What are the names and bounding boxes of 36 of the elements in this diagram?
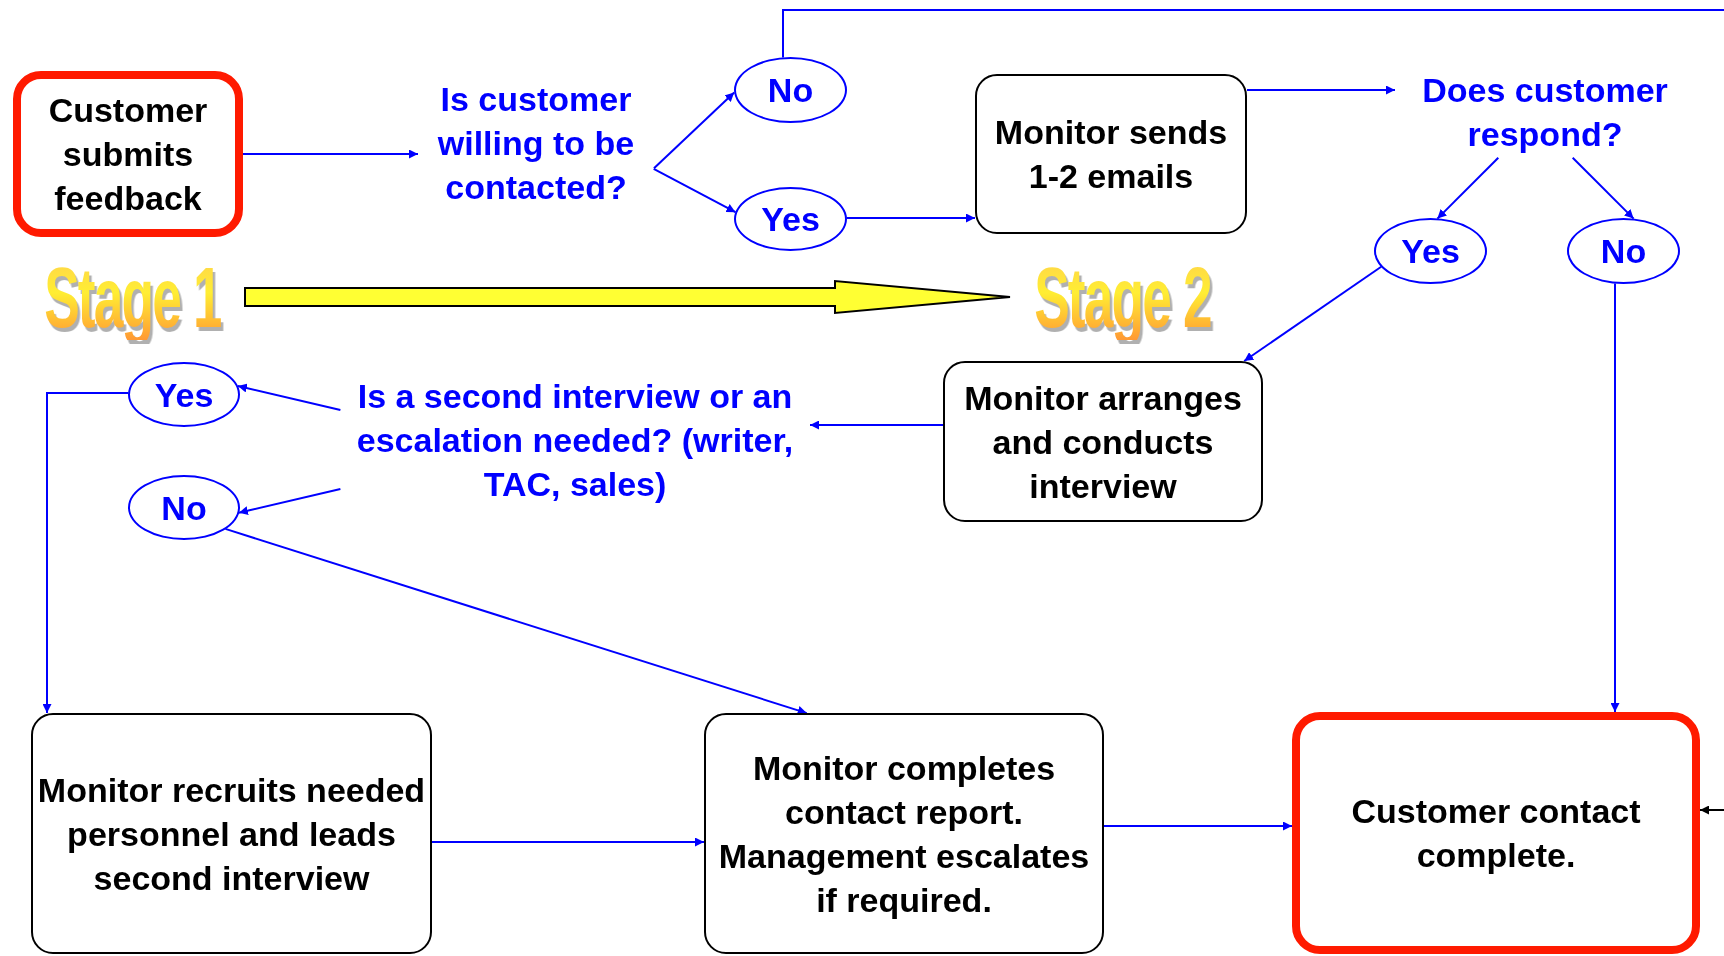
arrow [1571, 156, 1635, 220]
arrow [1436, 156, 1500, 220]
answer-label: Yes [154, 374, 214, 416]
answer-label: No [767, 70, 814, 111]
arrow [652, 167, 737, 214]
arrow [653, 91, 736, 170]
answer-label: No [1600, 231, 1647, 272]
feedback-box [13, 71, 243, 237]
arrow [242, 149, 419, 159]
box-text: Customer contact complete. [1350, 791, 1642, 876]
arrow [224, 527, 808, 715]
arrow [1246, 85, 1396, 95]
process-box [31, 713, 432, 954]
answer-label: No [161, 487, 207, 529]
arrow [1699, 805, 1724, 815]
arrow [845, 213, 976, 223]
answer-label: Yes [761, 199, 820, 240]
arrow [809, 420, 944, 430]
question-text: Is customer willing to be contacted? [418, 55, 654, 231]
process-box [975, 74, 1247, 234]
answer-label: Yes [1401, 231, 1460, 272]
block-arrow [244, 279, 1011, 315]
box-text: Monitor arranges and conducts interview [963, 377, 1243, 507]
end-box [1292, 712, 1700, 954]
arrow [1103, 821, 1293, 831]
box-text: Customer submits feedback [47, 90, 209, 219]
arrow [42, 392, 130, 714]
process-box [704, 713, 1104, 954]
arrow [431, 837, 705, 847]
question-text: Is a second interview or an escalation needed? (writer, TAC, sales) [340, 372, 810, 508]
arrow [1610, 282, 1620, 713]
box-text: Monitor sends 1-2 emails [993, 112, 1229, 197]
box-text: Monitor completes contact report. Management escalates if required. [717, 747, 1091, 921]
process-box [943, 361, 1263, 522]
box-text: Monitor recruits needed personnel and leads second interview [36, 769, 427, 899]
question-text: Does customer respond? [1395, 66, 1695, 158]
